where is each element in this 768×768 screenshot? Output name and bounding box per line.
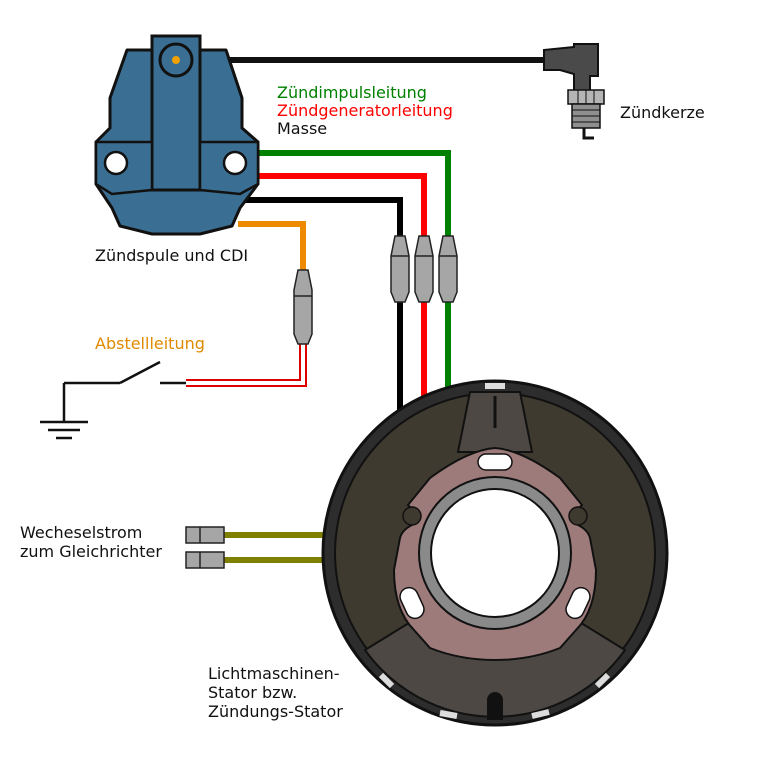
ignition-pulse-line-label: Zündimpulsleitung (277, 83, 427, 102)
kill-wire (238, 221, 306, 270)
ac-connector-1 (185, 526, 225, 544)
connector-generator (414, 235, 434, 303)
kill-switch-icon (64, 360, 186, 385)
coil-cdi-label: Zündspule und CDI (95, 246, 249, 265)
ground-wire (240, 197, 403, 236)
spark-plug-label: Zündkerze (620, 103, 705, 122)
ac-connector-2 (185, 551, 225, 569)
ground-label: Masse (277, 119, 328, 138)
ignition-coil-cdi-icon (94, 34, 260, 236)
connector-kill (293, 269, 313, 345)
ac-rectifier-label: Wecheselstrom zum Gleichrichter (20, 523, 162, 561)
connector-ground (390, 235, 410, 303)
ignition-generator-wire (254, 173, 427, 236)
kill-line-label: Abstellleitung (95, 334, 205, 353)
stator-label: Lichtmaschinen- Stator bzw. Zündungs-Sta… (208, 664, 343, 721)
ignition-pulse-wire (254, 150, 451, 236)
spark-plug-icon (543, 43, 605, 140)
connector-pulse (438, 235, 458, 303)
kill-line-wire (186, 342, 307, 387)
ground-symbol-icon (40, 383, 88, 440)
stator-icon (321, 379, 669, 727)
ignition-generator-line-label: Zündgeneratorleitung (277, 101, 453, 120)
